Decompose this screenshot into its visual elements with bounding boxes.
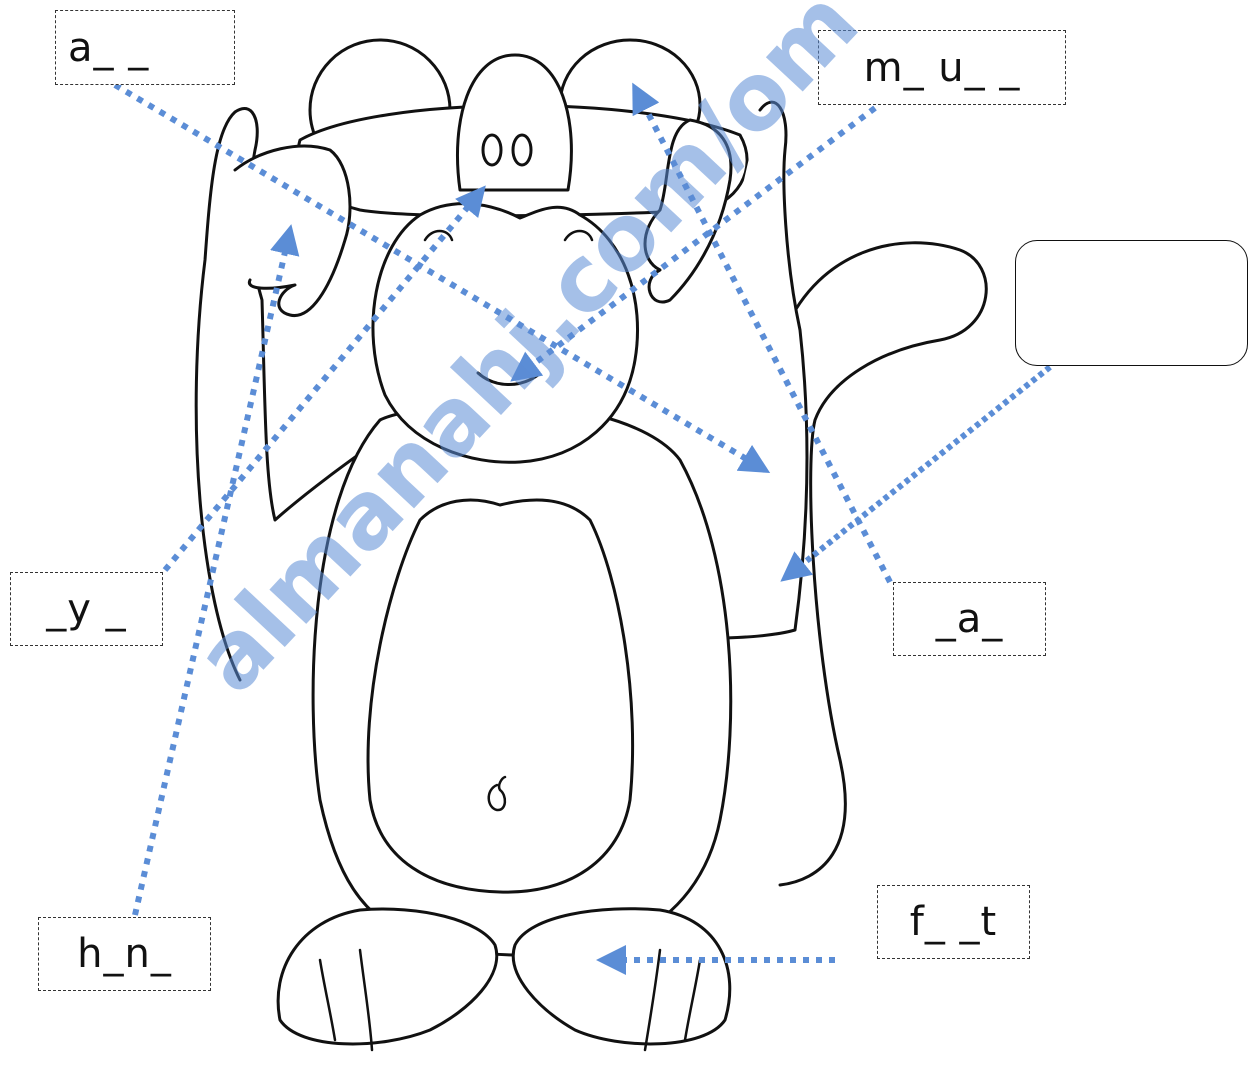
monkey-belly [366,498,635,894]
label-hand[interactable]: h_n_ [38,917,211,991]
blank-answer-box[interactable] [1015,240,1248,366]
monkey-face [371,202,639,464]
label-arm[interactable]: a_ _ [55,10,235,85]
monkey-drawing [194,38,988,1052]
arrow-answer [780,364,1052,582]
arrow-hand [132,224,300,916]
arrow-mouth [510,105,877,382]
arrow-head [632,82,893,584]
monkey-brow-left [423,229,454,242]
label-mouth[interactable]: m_ u_ _ [818,30,1066,105]
monkey-brow-right [563,229,594,242]
monkey-right-foot [511,907,732,1046]
monkey-navel [487,775,507,812]
arrow-arm [113,82,771,474]
monkey-toes [318,948,702,1052]
label-eye[interactable]: _y _ [10,572,163,646]
monkey-left-foot [276,907,499,1046]
label-head[interactable]: _a_ [893,582,1046,656]
monkey-tail [778,241,988,887]
monkey-nostril-right [511,133,533,167]
monkey-nostril-left [481,133,503,167]
monkey-right-hand [643,118,733,304]
label-feet[interactable]: f_ _t [877,885,1030,959]
arrow-eye [162,185,486,572]
connector-arrows [113,82,1052,975]
monkey-nose [456,53,573,192]
